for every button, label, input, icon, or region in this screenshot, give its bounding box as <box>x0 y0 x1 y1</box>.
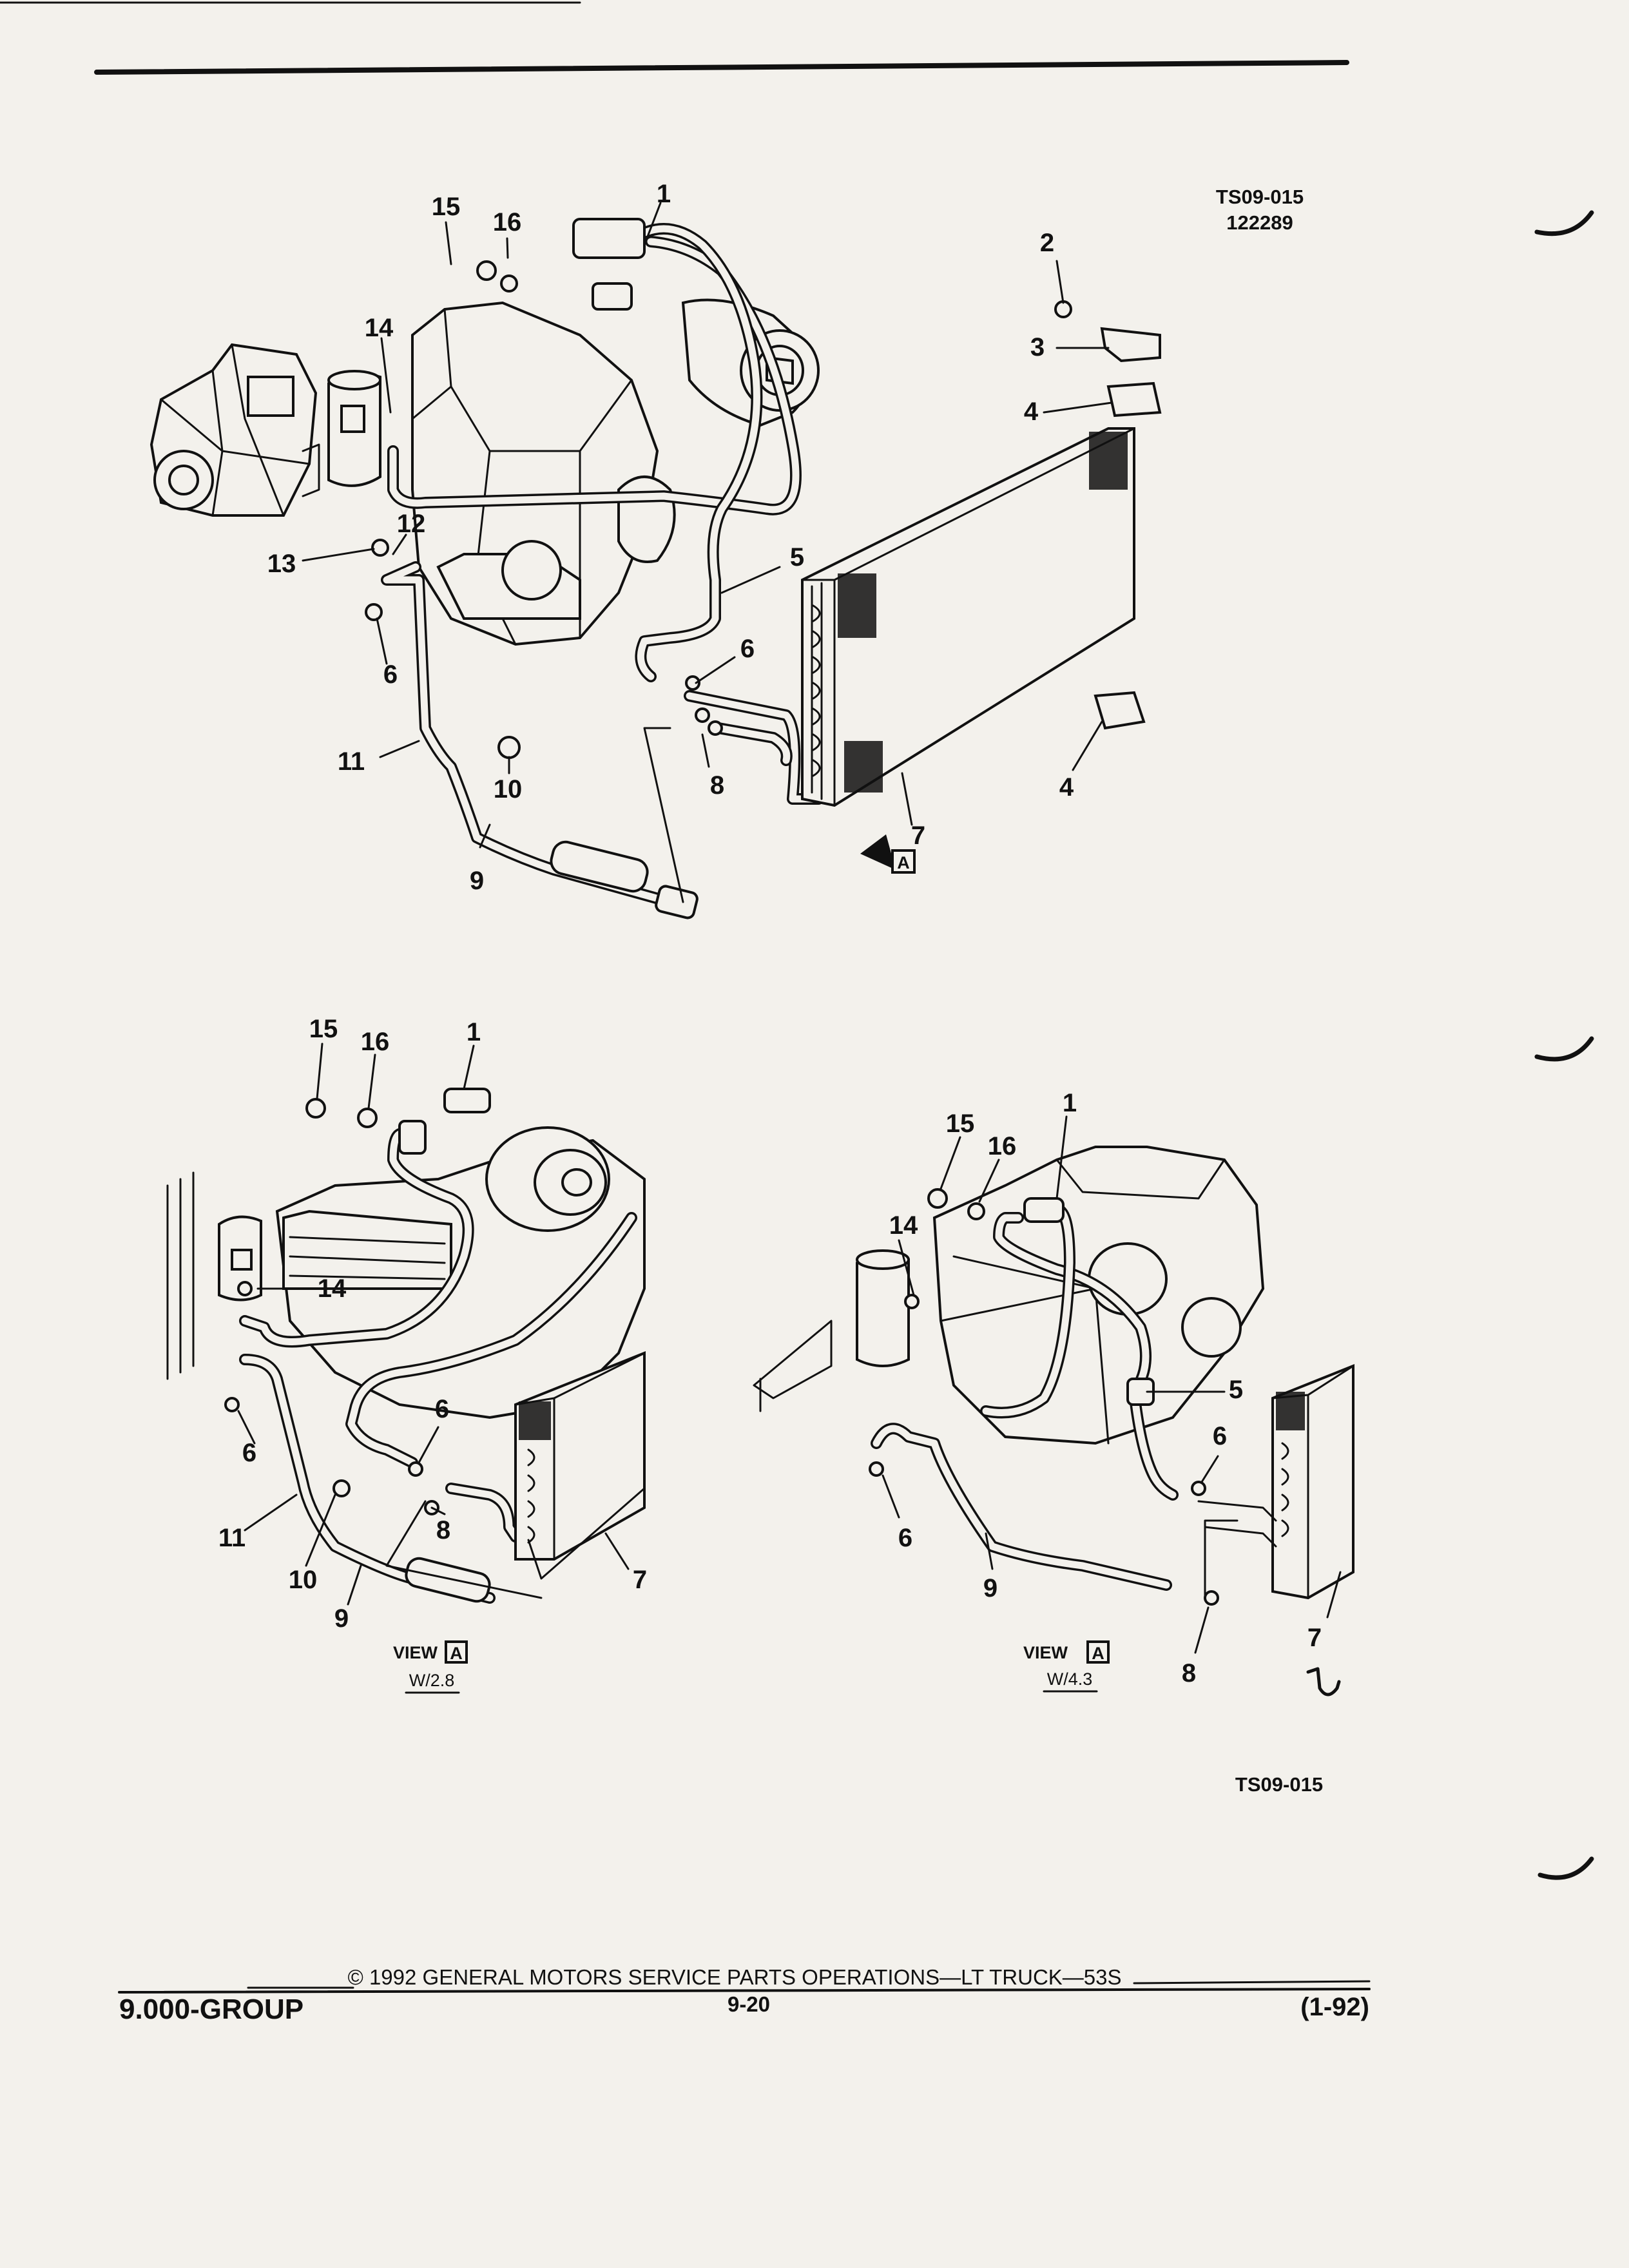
callout-2: 2 <box>1040 229 1054 257</box>
hvac-module-drawing <box>149 343 320 517</box>
view43-callout-1: 1 <box>1063 1089 1077 1117</box>
view28-callout-8: 8 <box>436 1516 450 1544</box>
view43-callout-5: 5 <box>1229 1376 1243 1404</box>
view43-corner-mark <box>1306 1667 1341 1696</box>
view43-callout-6-left: 6 <box>898 1524 912 1552</box>
figure-code: TS09-015 <box>1235 1773 1323 1796</box>
callout-5: 5 <box>790 543 804 572</box>
footer-group: 9.000-GROUP <box>119 1994 304 2025</box>
callout-7: 7 <box>911 822 925 850</box>
view-arrow <box>860 834 896 870</box>
view-marker-letter: A <box>897 853 910 872</box>
view28-callout-9: 9 <box>334 1604 349 1633</box>
view43-engine-drawing <box>753 1146 1265 1445</box>
callout-6-right: 6 <box>740 635 755 663</box>
binder-mark <box>1534 1036 1594 1062</box>
view28-callout-1: 1 <box>467 1018 481 1046</box>
binder-mark <box>1537 1856 1594 1880</box>
footer-page-number: 9-20 <box>728 1992 770 2016</box>
view28-fittings <box>224 1098 543 1599</box>
callout-12: 12 <box>397 510 426 538</box>
view28-callout-15: 15 <box>309 1015 338 1043</box>
footer-copyright: © 1992 GENERAL MOTORS SERVICE PARTS OPER… <box>347 1965 1121 1989</box>
view28-view-word: VIEW <box>393 1643 438 1662</box>
view43-view-letter: A <box>1092 1644 1104 1663</box>
main-view: A 1 2 3 4 4 5 6 6 <box>149 180 1162 919</box>
view43-callout-16: 16 <box>988 1132 1017 1160</box>
callout-14: 14 <box>365 314 394 342</box>
callout-3: 3 <box>1030 333 1045 361</box>
view-marker-box <box>891 849 916 874</box>
top-rule <box>94 60 1349 75</box>
binder-mark <box>1534 210 1594 236</box>
view43-callout-15: 15 <box>946 1110 975 1138</box>
main-leader-lines <box>302 202 1113 849</box>
view28-condenser-drawing <box>514 1351 646 1580</box>
view43-variant: W/4.3 <box>1047 1669 1093 1689</box>
view43-callout-7: 7 <box>1307 1624 1322 1652</box>
view28-callout-10: 10 <box>289 1566 318 1594</box>
view28-callout-6-left: 6 <box>242 1439 256 1467</box>
callout-15: 15 <box>432 193 461 221</box>
view43-leader-lines <box>882 1115 1342 1654</box>
diagram-date: 122289 <box>1226 211 1293 234</box>
footer-rule <box>118 1988 1371 1994</box>
view43-callout-14: 14 <box>889 1211 918 1240</box>
view43-fittings <box>869 1188 1239 1606</box>
view28-callout-7: 7 <box>633 1566 647 1594</box>
view28-hoses <box>239 1088 637 1604</box>
refrigerant-hoses <box>381 218 824 919</box>
view43-callout-9: 9 <box>983 1574 998 1602</box>
view43-view-box <box>1086 1640 1110 1664</box>
callout-10: 10 <box>494 775 523 803</box>
view-a-w43: 1 5 6 6 7 8 9 14 15 16 VIEW A W/4.3 <box>753 1089 1354 1696</box>
view28-view-letter: A <box>450 1644 463 1663</box>
view43-callout-8: 8 <box>1182 1659 1196 1687</box>
view28-callout-14: 14 <box>318 1274 347 1303</box>
view28-callout-6-right: 6 <box>435 1395 449 1423</box>
footer-revision: (1-92) <box>1300 1993 1369 2021</box>
footer-rule-right <box>1133 1980 1371 1984</box>
callout-6-left: 6 <box>383 660 398 689</box>
accumulator-drawing <box>327 370 381 487</box>
callout-1: 1 <box>657 180 671 208</box>
callout-4: 4 <box>1024 398 1039 426</box>
view43-view-word: VIEW <box>1023 1643 1068 1662</box>
callout-16: 16 <box>493 208 522 236</box>
callout-11: 11 <box>338 747 365 776</box>
page-footer: © 1992 GENERAL MOTORS SERVICE PARTS OPER… <box>118 1965 1371 2025</box>
callout-4-lower: 4 <box>1059 773 1074 802</box>
view-a-w28: 1 6 6 7 8 9 10 11 14 15 16 VIEW A W/2.8 <box>166 1015 647 1694</box>
callout-13: 13 <box>267 550 296 578</box>
view43-condenser-drawing <box>1197 1364 1354 1600</box>
view28-callout-16: 16 <box>361 1028 390 1056</box>
view43-callout-6-right: 6 <box>1213 1422 1227 1450</box>
diagram-code: TS09-015 <box>1216 186 1304 208</box>
view28-leader-lines <box>237 1043 630 1606</box>
engine-drawing <box>411 301 676 646</box>
condenser-brackets <box>365 260 1162 903</box>
callout-9: 9 <box>470 867 484 895</box>
view43-hoses <box>871 1197 1179 1591</box>
condenser-drawing <box>801 427 1135 807</box>
view28-variant: W/2.8 <box>409 1671 455 1690</box>
view28-view-box <box>445 1640 468 1664</box>
callout-8: 8 <box>710 771 724 800</box>
view28-callout-11: 11 <box>218 1524 246 1552</box>
